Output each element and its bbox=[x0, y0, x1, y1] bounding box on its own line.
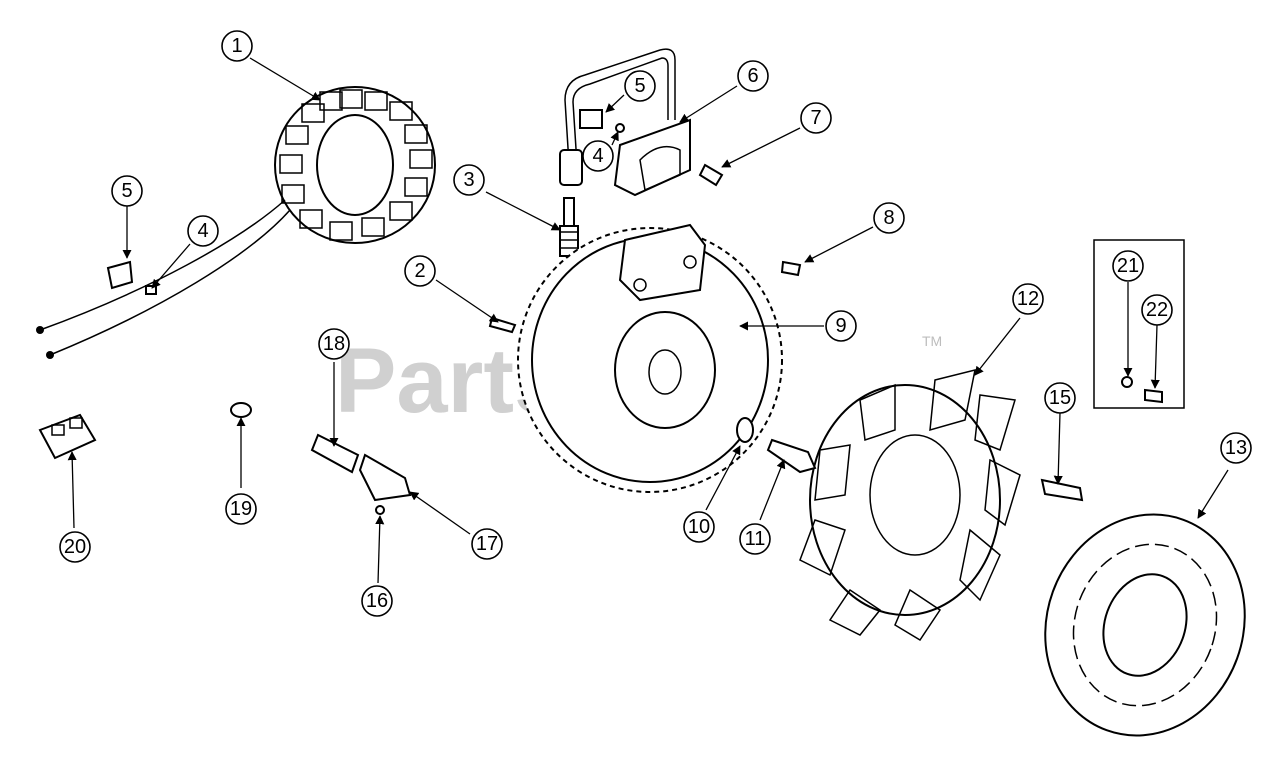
spark-plug-part bbox=[559, 197, 579, 257]
callout-21: 21 bbox=[1112, 250, 1144, 282]
svg-text:15: 15 bbox=[1049, 387, 1071, 409]
svg-text:5: 5 bbox=[121, 180, 132, 202]
callout-17: 17 bbox=[471, 528, 503, 560]
svg-text:11: 11 bbox=[745, 528, 766, 550]
callout-3: 3 bbox=[453, 164, 485, 196]
svg-text:12: 12 bbox=[1017, 288, 1039, 310]
callout-2: 2 bbox=[404, 255, 436, 287]
callout-13: 13 bbox=[1220, 432, 1252, 464]
stator-part bbox=[36, 86, 436, 359]
leader-lines bbox=[67, 57, 1229, 584]
svg-text:7: 7 bbox=[810, 107, 821, 129]
svg-text:13: 13 bbox=[1225, 437, 1247, 459]
svg-text:4: 4 bbox=[197, 220, 208, 242]
svg-text:20: 20 bbox=[64, 536, 86, 558]
svg-text:17: 17 bbox=[476, 533, 498, 555]
callout-10: 10 bbox=[683, 511, 715, 543]
callout-20: 20 bbox=[59, 531, 91, 563]
svg-text:9: 9 bbox=[835, 315, 846, 337]
callout-1: 1 bbox=[221, 30, 253, 62]
callout-15: 15 bbox=[1044, 382, 1076, 414]
small-parts bbox=[38, 123, 1185, 515]
svg-text:6: 6 bbox=[747, 65, 758, 87]
callout-9: 9 bbox=[825, 310, 857, 342]
callout-18: 18 bbox=[318, 328, 350, 360]
callout-12: 12 bbox=[1012, 283, 1044, 315]
svg-text:21: 21 bbox=[1117, 255, 1139, 277]
callout-16: 16 bbox=[361, 585, 393, 617]
svg-text:1: 1 bbox=[231, 35, 242, 57]
callout-4-left: 4 bbox=[187, 215, 219, 247]
svg-text:16: 16 bbox=[366, 590, 388, 612]
callout-7: 7 bbox=[800, 102, 832, 134]
callout-22: 22 bbox=[1141, 294, 1173, 326]
callout-4-top: 4 bbox=[582, 140, 614, 172]
callout-5-left: 5 bbox=[111, 175, 143, 207]
callout-6: 6 bbox=[737, 60, 769, 92]
svg-text:3: 3 bbox=[463, 169, 474, 191]
callout-11: 11 bbox=[739, 523, 771, 555]
svg-text:2: 2 bbox=[414, 260, 425, 282]
screen-part bbox=[1044, 513, 1246, 737]
svg-text:8: 8 bbox=[883, 207, 894, 229]
callout-5-top: 5 bbox=[624, 70, 656, 102]
fan-part bbox=[799, 368, 1021, 642]
svg-text:5: 5 bbox=[634, 75, 645, 97]
watermark-trademark: TM bbox=[922, 333, 942, 349]
callout-19: 19 bbox=[225, 493, 257, 525]
svg-text:10: 10 bbox=[688, 516, 710, 538]
svg-text:18: 18 bbox=[323, 333, 345, 355]
svg-text:22: 22 bbox=[1146, 299, 1168, 321]
svg-text:4: 4 bbox=[592, 145, 603, 167]
ignition-module-part bbox=[559, 48, 691, 197]
svg-text:19: 19 bbox=[230, 498, 252, 520]
callout-8: 8 bbox=[873, 202, 905, 234]
flywheel-part bbox=[517, 223, 783, 493]
